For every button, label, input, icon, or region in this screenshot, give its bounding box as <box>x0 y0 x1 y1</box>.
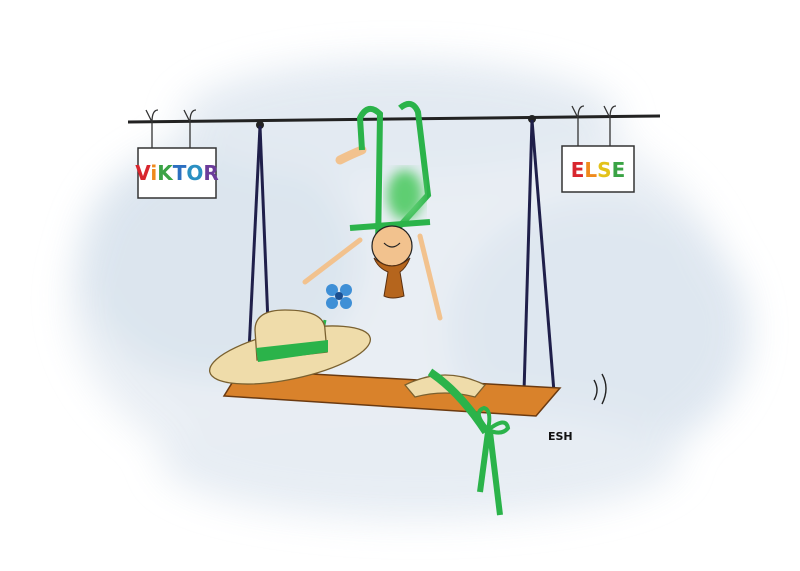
sign-letter: R <box>203 161 218 185</box>
sign-letter: E <box>612 158 626 182</box>
sign-letter: S <box>597 158 611 182</box>
sign-text-else: ELSE <box>571 158 626 182</box>
sign-else: ELSE <box>561 105 635 193</box>
sign-letter: K <box>157 161 174 185</box>
artist-signature: ESH <box>548 430 573 443</box>
motion-lines <box>593 373 607 405</box>
sign-letter: O <box>186 161 203 185</box>
sign-letter: V <box>135 161 151 185</box>
sign-letter: T <box>173 161 187 185</box>
straw-hat-with-flower <box>208 284 372 385</box>
sign-viktor: ViKTOR <box>135 109 219 199</box>
bar-line <box>127 114 661 124</box>
sign-letter: L <box>584 158 597 182</box>
sign-letter: E <box>571 158 585 182</box>
sign-letter: i <box>150 161 157 185</box>
sign-text-viktor: ViKTOR <box>135 161 219 185</box>
hanging-child <box>302 100 443 321</box>
straw-hat-with-ribbon <box>403 368 511 516</box>
cloudy-background <box>70 60 750 520</box>
flower-icon <box>326 284 352 309</box>
